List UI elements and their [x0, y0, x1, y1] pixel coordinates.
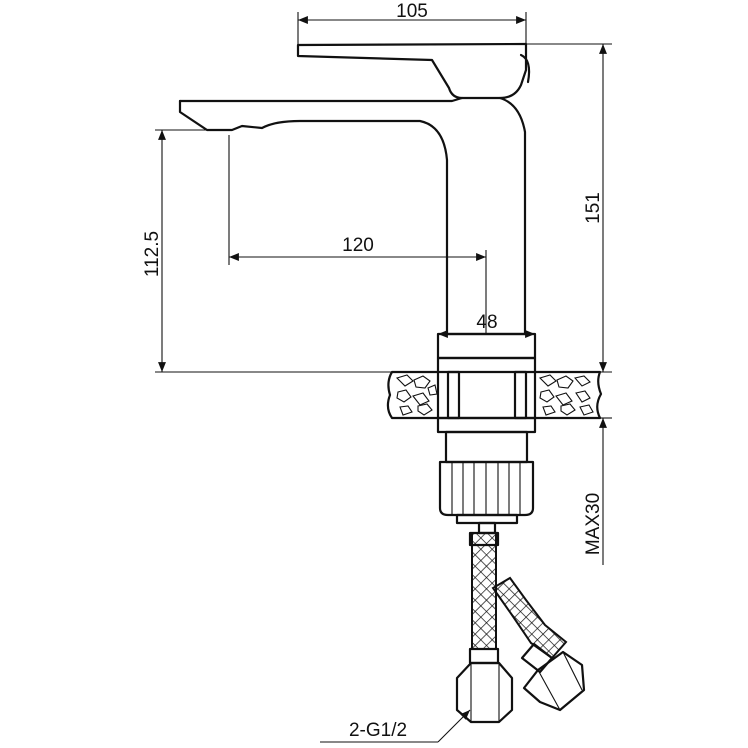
countertop — [386, 370, 603, 420]
dim-label-base-diameter: 48 — [476, 312, 497, 333]
leader-g1-2 — [320, 709, 471, 743]
dim-label-total-height: 151 — [583, 192, 604, 224]
handle — [296, 42, 531, 100]
supply-hoses — [455, 531, 586, 724]
dim-label-spout-reach: 120 — [342, 235, 374, 256]
dim-label-hose-connection: 2-G1/2 — [349, 720, 407, 741]
dimension-max30 — [599, 417, 612, 565]
dim-label-max-thickness: MAX30 — [583, 493, 604, 555]
mounting-assembly — [436, 370, 537, 535]
dimension-112-5 — [155, 129, 392, 373]
dimension-151 — [527, 43, 612, 373]
dim-label-spout-height: 112.5 — [142, 231, 163, 277]
dimension-105 — [297, 12, 527, 44]
faucet-body — [178, 96, 537, 374]
dimension-120 — [228, 135, 487, 334]
dim-label-top-width: 105 — [396, 1, 428, 22]
